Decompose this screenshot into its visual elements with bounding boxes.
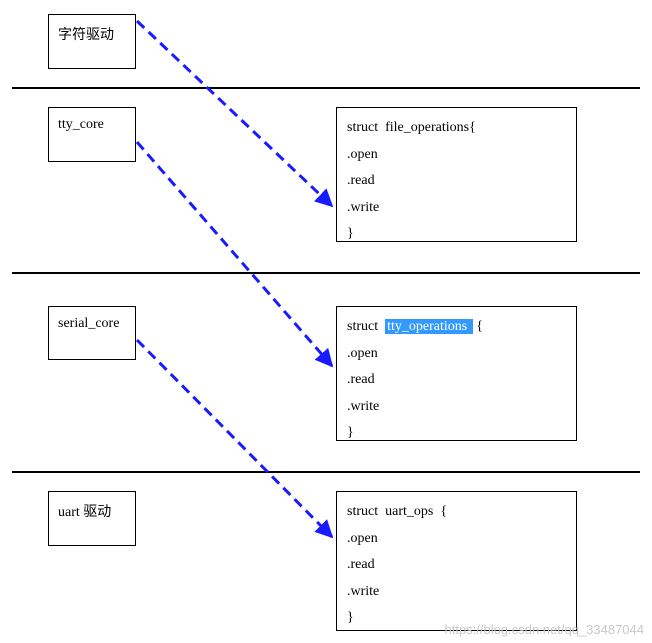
serial-core-label: serial_core: [58, 316, 120, 331]
struct-header: struct uart_ops {: [347, 499, 576, 526]
struct-file-operations-box: struct file_operations{ .open .read .wri…: [336, 107, 577, 242]
struct-header: struct tty_operations {: [347, 314, 576, 341]
member-write: .write: [347, 199, 380, 215]
divider-3: [12, 471, 640, 473]
uart-driver-box: uart 驱动: [48, 491, 136, 546]
struct-tty-operations-box: struct tty_operations { .open .read .wri…: [336, 306, 577, 441]
struct-name-selected[interactable]: tty_operations: [385, 319, 473, 334]
member-open: .open: [347, 530, 378, 546]
member-write: .write: [347, 583, 380, 599]
tty-core-label: tty_core: [58, 117, 104, 132]
struct-close-brace: }: [347, 226, 354, 241]
member-read: .read: [347, 173, 375, 188]
struct-open-brace: {: [469, 120, 476, 135]
struct-name: uart_ops: [385, 504, 434, 519]
char-driver-box: 字符驱动: [48, 14, 136, 69]
struct-header: struct file_operations{: [347, 115, 576, 142]
struct-uart-ops-box: struct uart_ops { .open .read .write }: [336, 491, 577, 631]
divider-2: [12, 272, 640, 274]
struct-keyword: struct: [347, 504, 386, 519]
struct-open-brace: {: [472, 319, 483, 334]
char-driver-label: 字符驱动: [58, 28, 114, 43]
arrow-tty-core-to-tty-operations: [135, 141, 334, 368]
arrow-char-to-file-operations: [135, 19, 334, 208]
struct-close-brace: }: [347, 610, 354, 625]
struct-open-brace: {: [433, 504, 448, 519]
member-read: .read: [347, 372, 375, 387]
struct-keyword: struct: [347, 120, 386, 135]
tty-core-box: tty_core: [48, 107, 136, 162]
member-open: .open: [347, 345, 378, 361]
watermark: https://blog.csdn.net/qq_33487044: [444, 622, 645, 637]
struct-close-brace: }: [347, 425, 354, 440]
struct-name: file_operations: [385, 120, 470, 135]
struct-keyword: struct: [347, 319, 386, 334]
member-read: .read: [347, 557, 375, 572]
member-open: .open: [347, 146, 378, 162]
serial-core-box: serial_core: [48, 306, 136, 360]
arrow-serial-core-to-uart-ops: [135, 338, 334, 539]
member-write: .write: [347, 398, 380, 414]
divider-1: [12, 87, 640, 89]
uart-driver-label: uart 驱动: [58, 505, 112, 520]
